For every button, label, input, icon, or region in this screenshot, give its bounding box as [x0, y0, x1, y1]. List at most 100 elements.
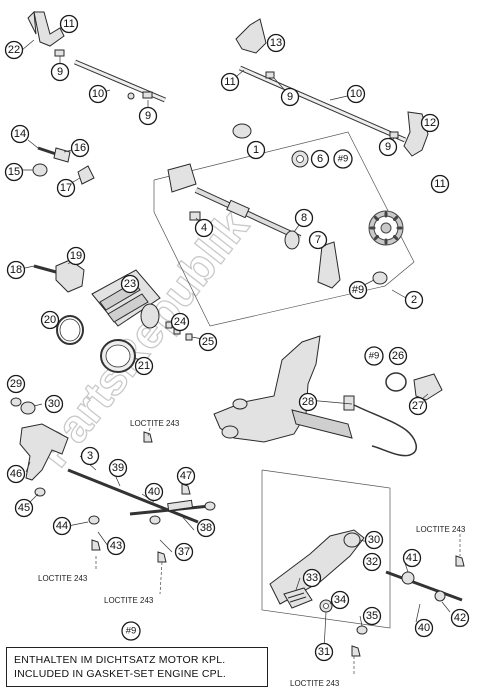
svg-text:40: 40: [148, 486, 160, 498]
svg-text:47: 47: [180, 470, 192, 482]
roller-8: [284, 230, 300, 250]
svg-text:37: 37: [178, 546, 190, 558]
neutral-switch: [385, 372, 443, 401]
callout-37: 37: [174, 542, 194, 562]
callout-11-b: 10: [346, 84, 366, 104]
callout-28: 27: [408, 396, 428, 416]
screw-loctite-c: [157, 551, 167, 563]
screw-loctite-b: [91, 539, 101, 551]
svg-text:41: 41: [406, 552, 418, 564]
svg-text:14: 14: [14, 128, 26, 140]
svg-text:#9: #9: [338, 154, 349, 165]
washer-stack: [232, 123, 309, 168]
callout-11-a: 10: [88, 84, 108, 104]
ring-23: [100, 339, 136, 373]
gear-icon: [368, 210, 404, 246]
loctite-label-3: LOCTITE 243: [104, 596, 154, 605]
svg-text:22: 22: [8, 44, 20, 56]
callout-47: 47: [176, 466, 196, 486]
svg-text:34: 34: [334, 594, 346, 606]
note-line-en: INCLUDED IN GASKET-SET ENGINE CPL.: [14, 668, 226, 680]
callout-2: 2: [404, 290, 424, 310]
callout-9-marker-note: #9: [121, 621, 141, 641]
callout-10-a: 9: [50, 62, 70, 82]
callout-39: 39: [108, 458, 128, 478]
loctite-leaders: [95, 427, 461, 676]
svg-text:29: 29: [10, 378, 22, 390]
shift-shaft-frame: [153, 131, 415, 327]
switch-cable: [351, 403, 417, 457]
pivot-bolt: [385, 570, 463, 602]
screw-loctite-e: [351, 645, 361, 657]
linkage-rod: [67, 468, 211, 524]
note-line-de: ENTHALTEN IM DICHTSATZ MOTOR KPL.: [14, 654, 226, 666]
svg-text:38: 38: [200, 522, 212, 534]
svg-text:#9: #9: [369, 351, 380, 362]
callout-9: #9: [348, 280, 368, 300]
callout-7: 7: [308, 230, 328, 250]
callout-10-c: 9: [280, 87, 300, 107]
svg-text:8: 8: [301, 212, 307, 224]
svg-text:#9: #9: [126, 626, 137, 637]
svg-text:23: 23: [124, 278, 136, 290]
ball-joint-right: [204, 501, 216, 511]
svg-text:25: 25: [202, 336, 214, 348]
svg-text:15: 15: [8, 166, 20, 178]
svg-text:17: 17: [60, 182, 72, 194]
svg-text:32: 32: [366, 556, 378, 568]
svg-text:42: 42: [454, 612, 466, 624]
spring-right-b: [389, 131, 399, 139]
ball-joint-left: [149, 515, 161, 525]
svg-text:2: 2: [411, 294, 417, 306]
foot-peg-34: [283, 587, 313, 609]
callout-33: 32: [362, 552, 382, 572]
svg-text:46: 46: [10, 468, 22, 480]
svg-text:28: 28: [302, 396, 314, 408]
svg-text:19: 19: [70, 250, 82, 262]
svg-text:9: 9: [287, 91, 293, 103]
shift-fork-right: [235, 18, 267, 54]
callout-30: 29: [6, 374, 26, 394]
callout-14: 13: [266, 33, 286, 53]
screw-loctite-d: [455, 555, 465, 567]
shift-lever-arm: [317, 241, 388, 289]
foot-lever-frame: [261, 469, 391, 629]
svg-text:45: 45: [18, 502, 30, 514]
callout-21: 20: [40, 310, 60, 330]
washer-44: [88, 515, 100, 525]
svg-text:20: 20: [44, 314, 56, 326]
loctite-label-2: LOCTITE 243: [38, 574, 88, 583]
callout-32: 31: [314, 642, 334, 662]
spring-left-b: [142, 91, 153, 99]
callout-16: 15: [4, 162, 24, 182]
callout-22: 22: [4, 40, 24, 60]
callout-34: 33: [302, 568, 322, 588]
svg-text:7: 7: [315, 234, 321, 246]
callout-4: 4: [194, 218, 214, 238]
callout-20: 19: [66, 246, 86, 266]
callout-9-marker-mid: #9: [364, 346, 384, 366]
callout-12-a: 11: [59, 14, 79, 34]
svg-text:24: 24: [174, 316, 186, 328]
washer-36: [356, 625, 368, 635]
callout-27: 26: [388, 346, 408, 366]
callout-40-a: 40: [144, 482, 164, 502]
callout-43: 43: [106, 536, 126, 556]
callout-1: 1: [246, 140, 266, 160]
washer-31: [20, 401, 36, 415]
callout-26: 25: [198, 332, 218, 352]
callout-24: 23: [120, 274, 140, 294]
callout-3: 3: [80, 446, 100, 466]
svg-text:30: 30: [368, 534, 380, 546]
svg-text:9: 9: [57, 66, 63, 78]
svg-text:13: 13: [270, 37, 282, 49]
shift-lever-46: [19, 423, 69, 497]
callout-25: 24: [170, 312, 190, 332]
callout-12-b: 11: [220, 72, 240, 92]
callout-45: 45: [14, 498, 34, 518]
callout-23: 21: [134, 356, 154, 376]
callout-6: 6: [310, 149, 330, 169]
callout-36: 35: [362, 606, 382, 626]
svg-text:43: 43: [110, 540, 122, 552]
svg-text:6: 6: [317, 153, 323, 165]
